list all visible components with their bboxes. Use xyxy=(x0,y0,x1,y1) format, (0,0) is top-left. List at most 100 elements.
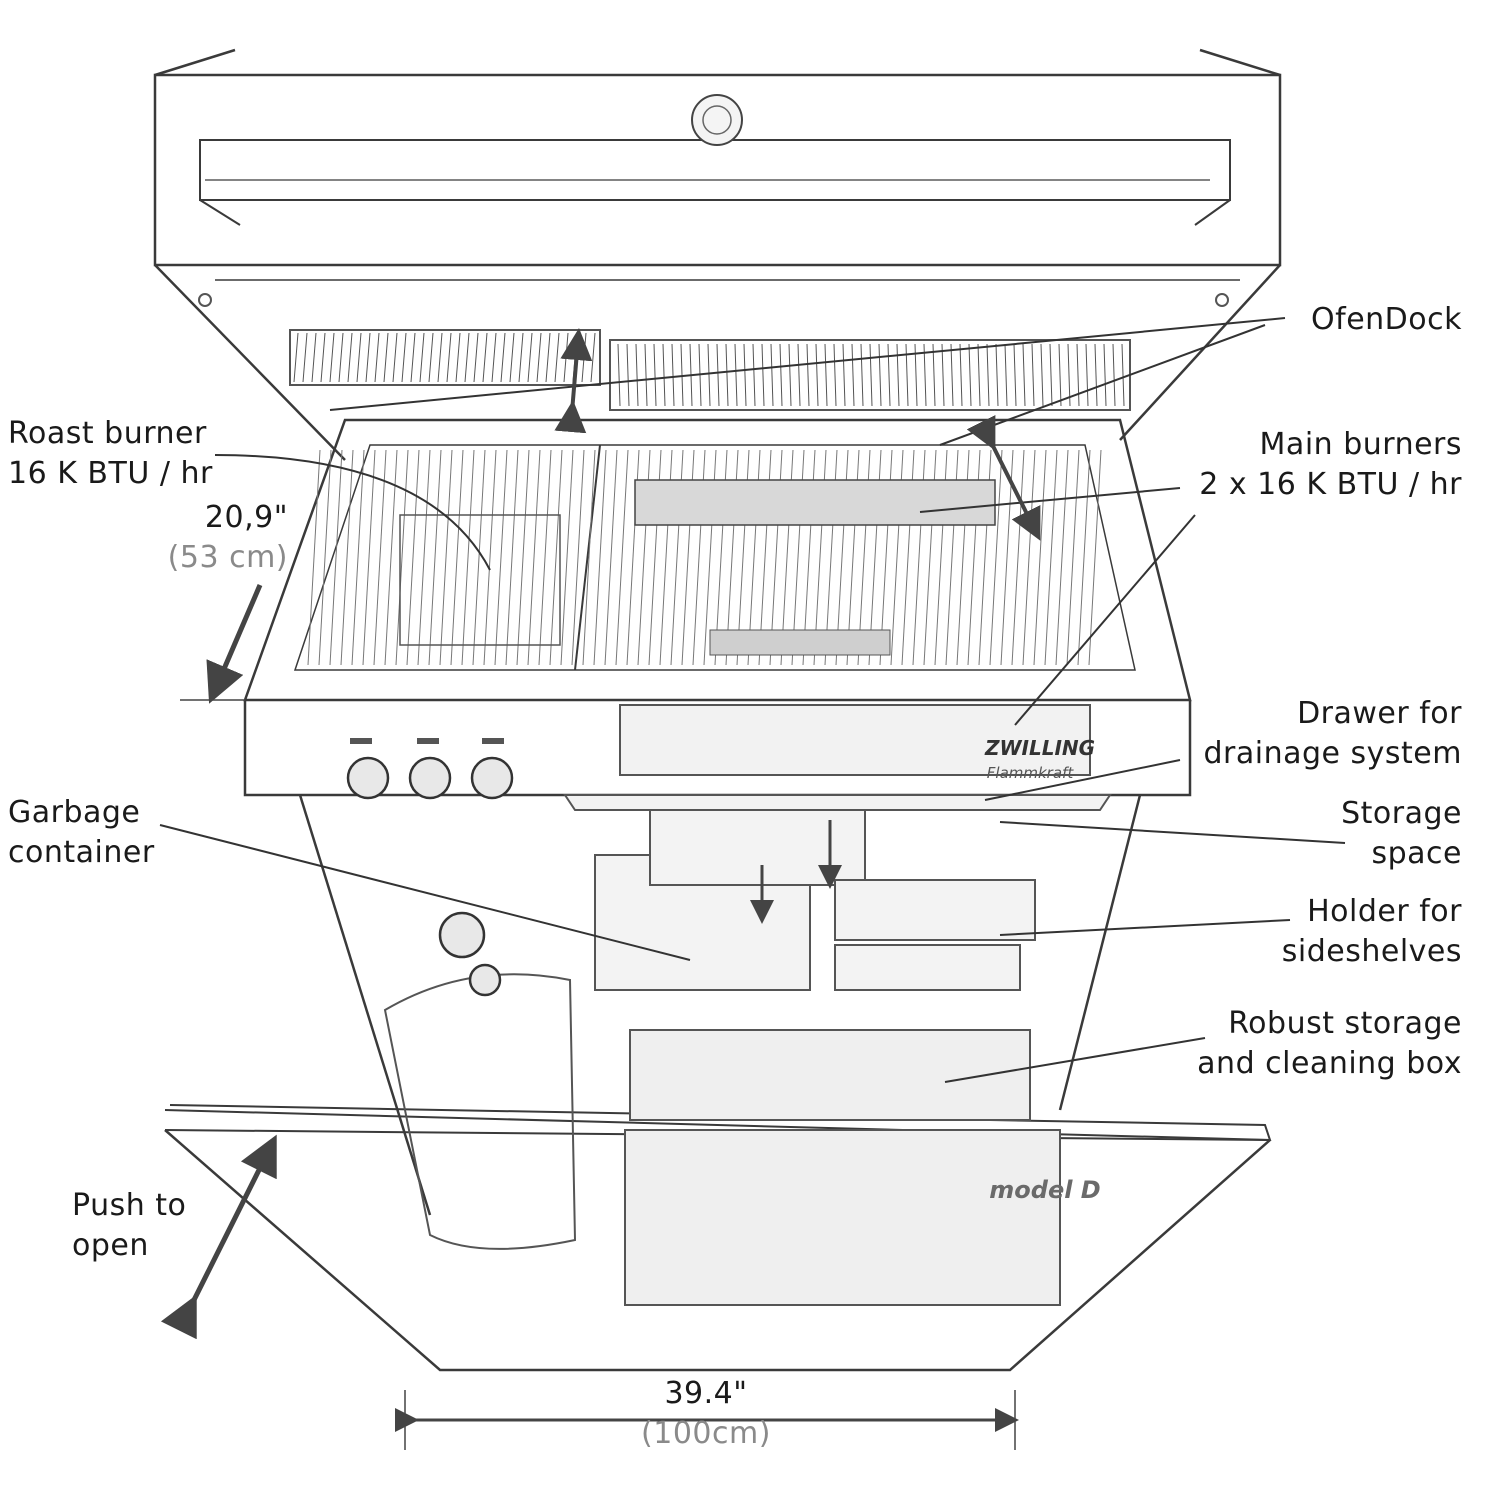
grate-bar xyxy=(500,332,506,383)
grate-bar xyxy=(338,332,344,383)
grate-bar xyxy=(491,332,497,383)
grate-bar xyxy=(680,343,684,407)
grate-bar xyxy=(365,332,371,383)
grate-bar xyxy=(549,449,563,666)
knob-icon xyxy=(346,756,390,800)
label-ofendock: OfenDock xyxy=(1311,302,1462,337)
grate-bar xyxy=(428,449,442,666)
ofendock-shelf xyxy=(289,329,1131,411)
grate-bar xyxy=(527,332,533,383)
grate-bar xyxy=(851,343,855,407)
grate-bar xyxy=(293,332,299,383)
grate-bar xyxy=(833,343,837,407)
grate-bar xyxy=(428,332,434,383)
grate-bar xyxy=(483,449,497,666)
label-robust: Robust storage and cleaning box xyxy=(1197,1006,1462,1081)
grate-bar xyxy=(842,343,846,407)
grate-bar xyxy=(1022,449,1036,666)
grate-bar xyxy=(439,449,453,666)
grate-bar xyxy=(450,449,464,666)
grate-bar xyxy=(707,343,711,407)
grate-bar xyxy=(1013,343,1017,407)
grate-bar xyxy=(410,332,416,383)
grate-bar xyxy=(617,343,621,407)
grate-bar xyxy=(806,343,810,407)
grate-bar xyxy=(392,332,398,383)
model-badge: model D xyxy=(989,1176,1100,1204)
grate-bar xyxy=(538,449,552,666)
grate-bar xyxy=(518,332,524,383)
grate-bar xyxy=(671,343,675,407)
grate-bar xyxy=(905,343,909,407)
label-push: Push to open xyxy=(72,1188,187,1263)
grate-bar xyxy=(1031,343,1035,407)
grate-bar xyxy=(311,332,317,383)
cooking-grate xyxy=(307,449,1102,666)
grate-bar xyxy=(356,332,362,383)
gas-bottle xyxy=(383,911,577,1250)
grate-bar xyxy=(779,343,783,407)
grate-bar xyxy=(560,449,574,666)
grate-bar xyxy=(604,449,618,666)
grate-bar xyxy=(374,332,380,383)
grate-bar xyxy=(482,332,488,383)
grate-bar xyxy=(437,332,443,383)
label-depth: 20,9" (53 cm) xyxy=(167,500,288,575)
grate-bar xyxy=(1022,343,1026,407)
grate-bar xyxy=(977,343,981,407)
grate-bar xyxy=(505,449,519,666)
grate-bar xyxy=(417,449,431,666)
grate-bar xyxy=(590,332,596,383)
grate-bar xyxy=(593,449,607,666)
grate-bar xyxy=(472,449,486,666)
grate-bar xyxy=(752,343,756,407)
grate-bar xyxy=(1121,343,1125,407)
knob-icon xyxy=(408,756,452,800)
grate-bar xyxy=(461,449,475,666)
grate-bar xyxy=(1055,449,1069,666)
grate-bar xyxy=(545,332,551,383)
lid xyxy=(153,48,1282,461)
grate-bar xyxy=(716,343,720,407)
grate-bar xyxy=(347,332,353,383)
label-main-burners: Main burners 2 x 16 K BTU / hr xyxy=(1199,427,1462,502)
grate-bar xyxy=(582,449,596,666)
grate-bar xyxy=(1011,449,1025,666)
label-holder: Holder for sideshelves xyxy=(1281,894,1462,969)
grate-bar xyxy=(1040,343,1044,407)
grate-bar xyxy=(860,343,864,407)
grate-bar xyxy=(878,343,882,407)
grate-bar xyxy=(941,343,945,407)
grate-bar xyxy=(986,343,990,407)
grate-bar xyxy=(1094,343,1098,407)
grate-bar xyxy=(395,449,409,666)
grate-bar xyxy=(554,332,560,383)
grate-bar xyxy=(329,332,335,383)
grate-bar xyxy=(932,343,936,407)
grate-bar xyxy=(527,449,541,666)
grate-bar xyxy=(516,449,530,666)
grate-bar xyxy=(419,332,425,383)
grate-bar xyxy=(824,343,828,407)
grate-bar xyxy=(869,343,873,407)
grate-bar xyxy=(995,343,999,407)
thermometer-icon xyxy=(691,94,743,146)
grate-bar xyxy=(318,449,332,666)
grate-bar xyxy=(446,332,452,383)
grate-bar xyxy=(302,332,308,383)
grate-bar xyxy=(959,343,963,407)
grate-bar xyxy=(536,332,542,383)
grate-bar xyxy=(406,449,420,666)
grate-bar xyxy=(473,332,479,383)
grate-bar xyxy=(351,449,365,666)
storage-bins xyxy=(563,794,1112,991)
grate-bar xyxy=(788,343,792,407)
label-garbage: Garbage container xyxy=(8,795,155,870)
grate-bar xyxy=(770,343,774,407)
grate-bar xyxy=(455,332,461,383)
grate-bar xyxy=(653,343,657,407)
grate-bar xyxy=(1103,343,1107,407)
roast-burner-insert xyxy=(399,514,561,646)
